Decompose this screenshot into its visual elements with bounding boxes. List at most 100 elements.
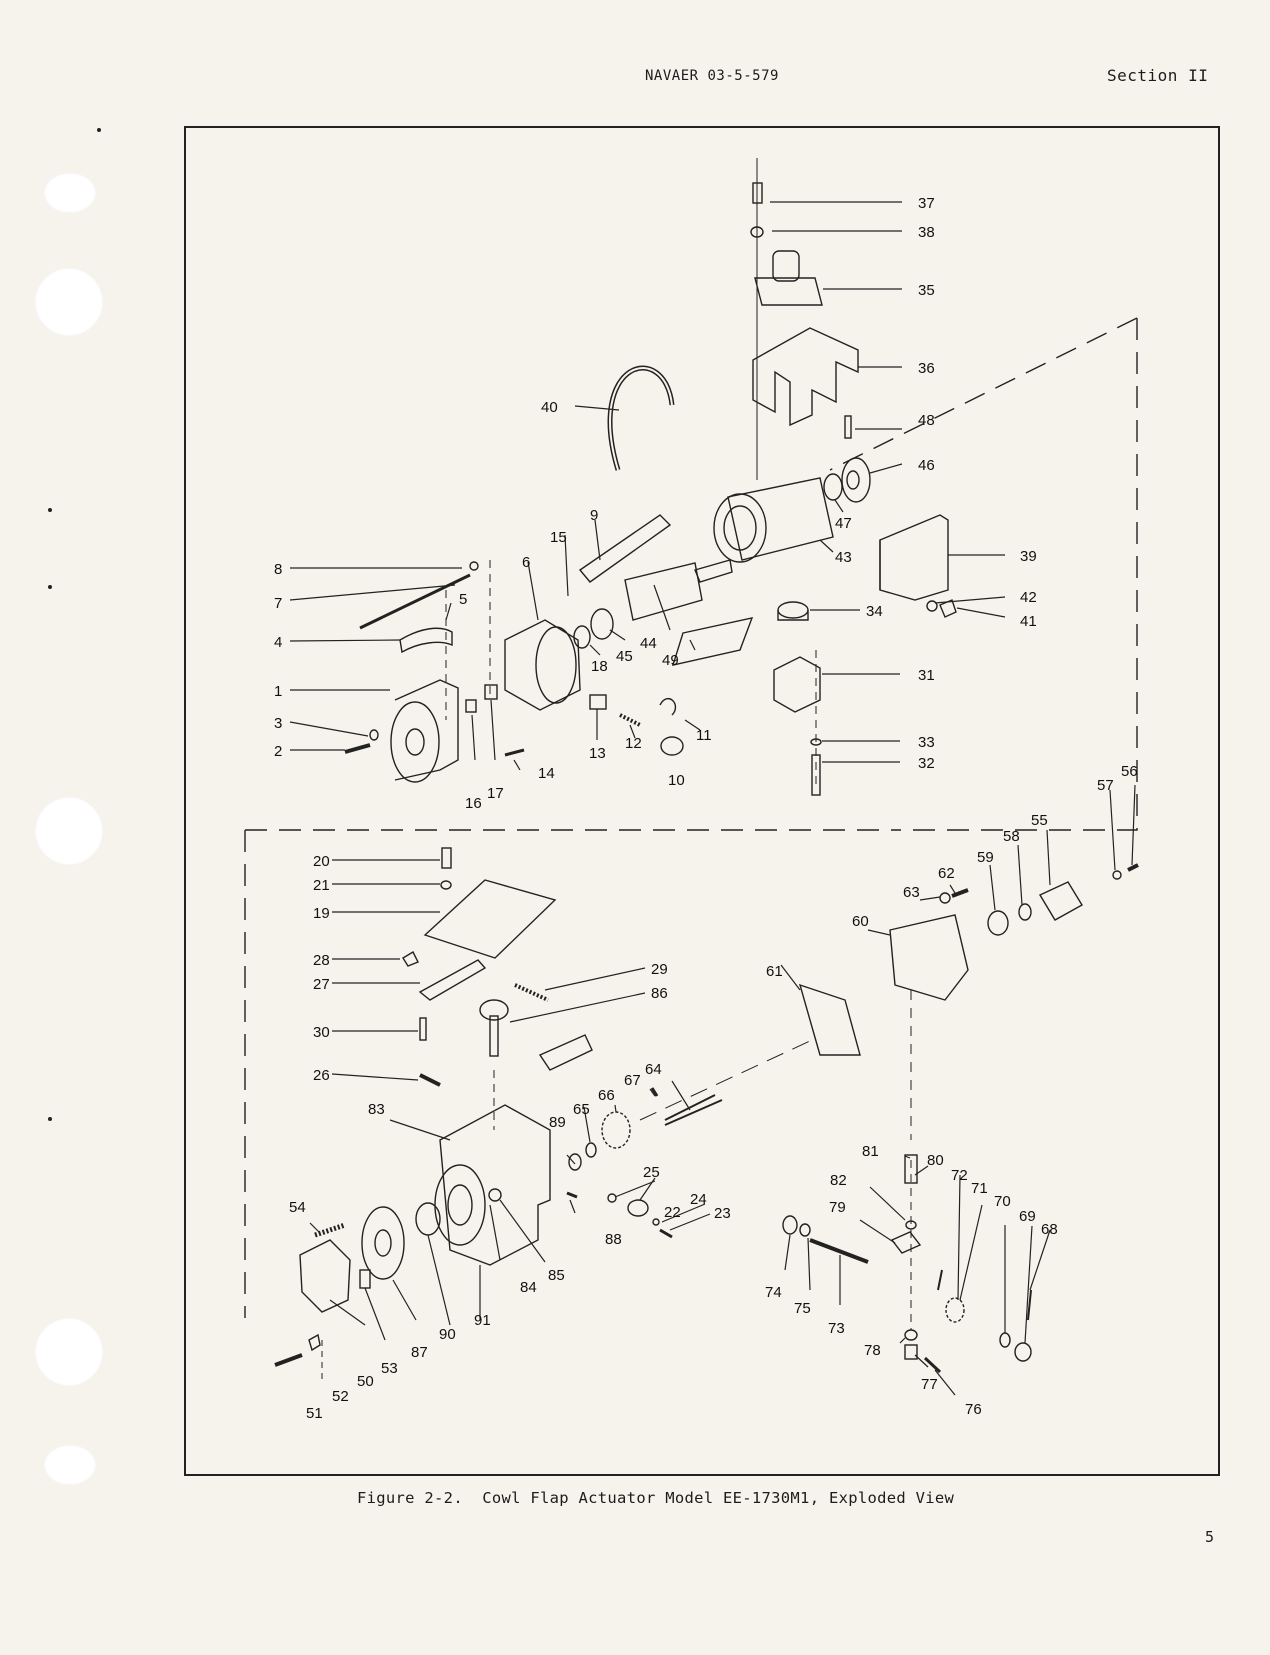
callout-29: 29: [651, 961, 668, 978]
callout-39: 39: [1020, 548, 1037, 565]
callout-42: 42: [1020, 589, 1037, 606]
callout-64: 64: [645, 1061, 662, 1078]
callout-74: 74: [765, 1284, 782, 1301]
callout-12: 12: [625, 735, 642, 752]
callout-7: 7: [274, 595, 282, 612]
callout-48: 48: [918, 412, 935, 429]
punch-hole: [44, 173, 96, 213]
callout-38: 38: [918, 224, 935, 241]
callout-8: 8: [274, 561, 282, 578]
callout-75: 75: [794, 1300, 811, 1317]
callout-10: 10: [668, 772, 685, 789]
scan-speck: [48, 508, 52, 512]
document-number: NAVAER 03-5-579: [645, 68, 779, 84]
scan-speck: [48, 1117, 52, 1121]
callout-19: 19: [313, 905, 330, 922]
callout-23: 23: [714, 1205, 731, 1222]
callout-63: 63: [903, 884, 920, 901]
callout-86: 86: [651, 985, 668, 1002]
callout-52: 52: [332, 1388, 349, 1405]
scan-speck: [97, 128, 101, 132]
callout-45: 45: [616, 648, 633, 665]
callout-13: 13: [589, 745, 606, 762]
callout-57: 57: [1097, 777, 1114, 794]
callout-9: 9: [590, 507, 598, 524]
section-label: Section II: [1107, 66, 1209, 85]
callout-16: 16: [465, 795, 482, 812]
punch-hole: [35, 797, 103, 865]
callout-59: 59: [977, 849, 994, 866]
callout-2: 2: [274, 743, 282, 760]
callout-90: 90: [439, 1326, 456, 1343]
callout-56: 56: [1121, 763, 1138, 780]
callout-30: 30: [313, 1024, 330, 1041]
callout-3: 3: [274, 715, 282, 732]
callout-25: 25: [643, 1164, 660, 1181]
callout-65: 65: [573, 1101, 590, 1118]
callout-81: 81: [862, 1143, 879, 1160]
callout-79: 79: [829, 1199, 846, 1216]
callout-60: 60: [852, 913, 869, 930]
callout-51: 51: [306, 1405, 323, 1422]
callout-61: 61: [766, 963, 783, 980]
callout-14: 14: [538, 765, 555, 782]
callout-72: 72: [951, 1167, 968, 1184]
callout-27: 27: [313, 976, 330, 993]
callout-5: 5: [459, 591, 467, 608]
callout-91: 91: [474, 1312, 491, 1329]
callout-18: 18: [591, 658, 608, 675]
callout-32: 32: [918, 755, 935, 772]
scan-speck: [48, 585, 52, 589]
callout-1: 1: [274, 683, 282, 700]
callout-88: 88: [605, 1231, 622, 1248]
callout-70: 70: [994, 1193, 1011, 1210]
callout-76: 76: [965, 1401, 982, 1418]
callout-58: 58: [1003, 828, 1020, 845]
callout-82: 82: [830, 1172, 847, 1189]
callout-71: 71: [971, 1180, 988, 1197]
callout-44: 44: [640, 635, 657, 652]
callout-28: 28: [313, 952, 330, 969]
callout-67: 67: [624, 1072, 641, 1089]
callout-22: 22: [664, 1204, 681, 1221]
callout-35: 35: [918, 282, 935, 299]
callout-34: 34: [866, 603, 883, 620]
callout-85: 85: [548, 1267, 565, 1284]
callout-15: 15: [550, 529, 567, 546]
callout-21: 21: [313, 877, 330, 894]
callout-73: 73: [828, 1320, 845, 1337]
callout-4: 4: [274, 634, 282, 651]
callout-53: 53: [381, 1360, 398, 1377]
callout-62: 62: [938, 865, 955, 882]
callout-54: 54: [289, 1199, 306, 1216]
callout-11: 11: [696, 727, 712, 744]
callout-49: 49: [662, 652, 679, 669]
callout-46: 46: [918, 457, 935, 474]
punch-hole: [35, 268, 103, 336]
callout-31: 31: [918, 667, 935, 684]
punch-hole: [35, 1318, 103, 1386]
callout-84: 84: [520, 1279, 537, 1296]
callout-68: 68: [1041, 1221, 1058, 1238]
callout-83: 83: [368, 1101, 385, 1118]
callout-87: 87: [411, 1344, 428, 1361]
punch-hole: [44, 1445, 96, 1485]
callout-66: 66: [598, 1087, 615, 1104]
figure-caption: Figure 2-2. Cowl Flap Actuator Model EE-…: [357, 1489, 955, 1507]
callout-33: 33: [918, 734, 935, 751]
callout-26: 26: [313, 1067, 330, 1084]
callout-20: 20: [313, 853, 330, 870]
page-number: 5: [1205, 1528, 1215, 1546]
callout-40: 40: [541, 399, 558, 416]
callout-37: 37: [918, 195, 935, 212]
callout-50: 50: [357, 1373, 374, 1390]
callout-55: 55: [1031, 812, 1048, 829]
figure-frame: [184, 126, 1220, 1476]
callout-43: 43: [835, 549, 852, 566]
callout-78: 78: [864, 1342, 881, 1359]
callout-80: 80: [927, 1152, 944, 1169]
callout-36: 36: [918, 360, 935, 377]
callout-17: 17: [487, 785, 504, 802]
callout-69: 69: [1019, 1208, 1036, 1225]
